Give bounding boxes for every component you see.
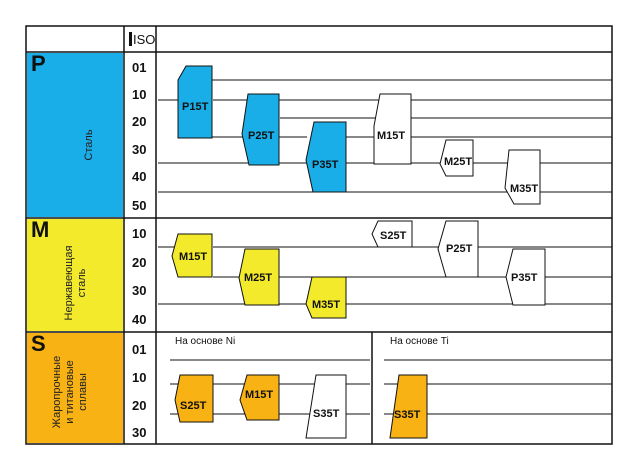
- grade-label: S25T: [380, 230, 407, 242]
- table-frame: [25, 25, 613, 445]
- iso-value: 30: [132, 283, 146, 298]
- grade-p25t: P25T: [241, 93, 280, 166]
- grade-p35t: P35T: [305, 121, 347, 193]
- grade-label: M15T: [245, 389, 273, 401]
- grade-p15t: P15T: [177, 65, 213, 139]
- group-name-p: Сталь: [83, 129, 95, 160]
- group-name-s-line-1: Жаропрочные: [51, 356, 63, 428]
- group-name-s: Жаропрочные и титановые сплавы: [51, 356, 89, 428]
- iso-value: 20: [132, 255, 146, 270]
- group-letter-s: S: [31, 331, 46, 356]
- iso-value: 30: [132, 142, 146, 157]
- iso-value: 20: [132, 114, 146, 129]
- iso-value: 10: [132, 87, 146, 102]
- group-name-p-line-1: Сталь: [83, 129, 95, 160]
- grade-m35t-outline-p: M35T: [504, 149, 541, 205]
- grade-label: P35T: [312, 159, 339, 171]
- iso-value: 40: [132, 312, 146, 327]
- grade-s35t-outline-ni: S35T: [305, 374, 347, 439]
- grade-p35t-outline-m: P35T: [505, 248, 546, 306]
- grade-m15t-outline-p: M15T: [373, 93, 412, 165]
- grade-label: P15T: [182, 101, 209, 113]
- grade-label: M15T: [377, 130, 405, 142]
- group-name-m-line-1: Нержавеющая: [63, 246, 75, 321]
- sub-label-ni: На основе Ni: [175, 336, 235, 347]
- outer-border: [25, 25, 613, 445]
- iso-value: 50: [132, 198, 146, 213]
- grade-m25t: M25T: [238, 248, 280, 306]
- grade-label: M25T: [444, 156, 472, 168]
- group-cell-m: [27, 219, 123, 331]
- group-name-m-line-2: сталь: [76, 268, 88, 297]
- iso-values-m: 10 20 30 40: [132, 226, 146, 327]
- grade-label: M15T: [179, 251, 207, 263]
- grade-label: P25T: [446, 243, 473, 255]
- group-letter-p: P: [31, 51, 46, 76]
- group-cell-s: [27, 333, 123, 443]
- group-cell-p: [27, 53, 123, 217]
- iso-values-s: 01 10 20 30: [132, 342, 146, 440]
- iso-value: 01: [132, 60, 146, 75]
- grade-m15t-s: M15T: [239, 374, 280, 421]
- iso-values-p: 01 10 20 30 40 50: [132, 60, 146, 213]
- iso-value: 20: [132, 398, 146, 413]
- iso-value: 10: [132, 226, 146, 241]
- grade-p25t-outline-m: P25T: [437, 220, 479, 278]
- group-name-s-line-3: сплавы: [77, 373, 89, 411]
- iso-value: 40: [132, 169, 146, 184]
- iso-value: 01: [132, 342, 146, 357]
- group-letter-m: M: [31, 217, 49, 242]
- iso-header-marker: [129, 32, 132, 46]
- iso-value: 30: [132, 425, 146, 440]
- group-name-m: Нержавеющая сталь: [63, 246, 88, 321]
- grade-label: S35T: [394, 409, 421, 421]
- grade-label: P25T: [248, 130, 275, 142]
- grade-s35t-ti: S35T: [389, 374, 428, 439]
- iso-header: ISO: [133, 32, 155, 47]
- grade-label: M25T: [244, 272, 272, 284]
- grade-m15t: M15T: [171, 233, 213, 278]
- grade-label: M35T: [510, 183, 538, 195]
- grade-label: S25T: [180, 400, 207, 412]
- grade-m25t-outline-p: M25T: [439, 139, 474, 177]
- grade-label: P35T: [511, 272, 538, 284]
- grade-label: M35T: [312, 299, 340, 311]
- sub-label-ti: На основе Ti: [390, 336, 449, 347]
- iso-value: 10: [132, 370, 146, 385]
- grade-label: S35T: [313, 408, 340, 420]
- grade-s25t-outline-m: S25T: [371, 220, 413, 248]
- grade-s25t: S25T: [174, 374, 214, 423]
- group-name-s-line-2: и титановые: [64, 360, 76, 423]
- grade-m35t: M35T: [305, 276, 347, 319]
